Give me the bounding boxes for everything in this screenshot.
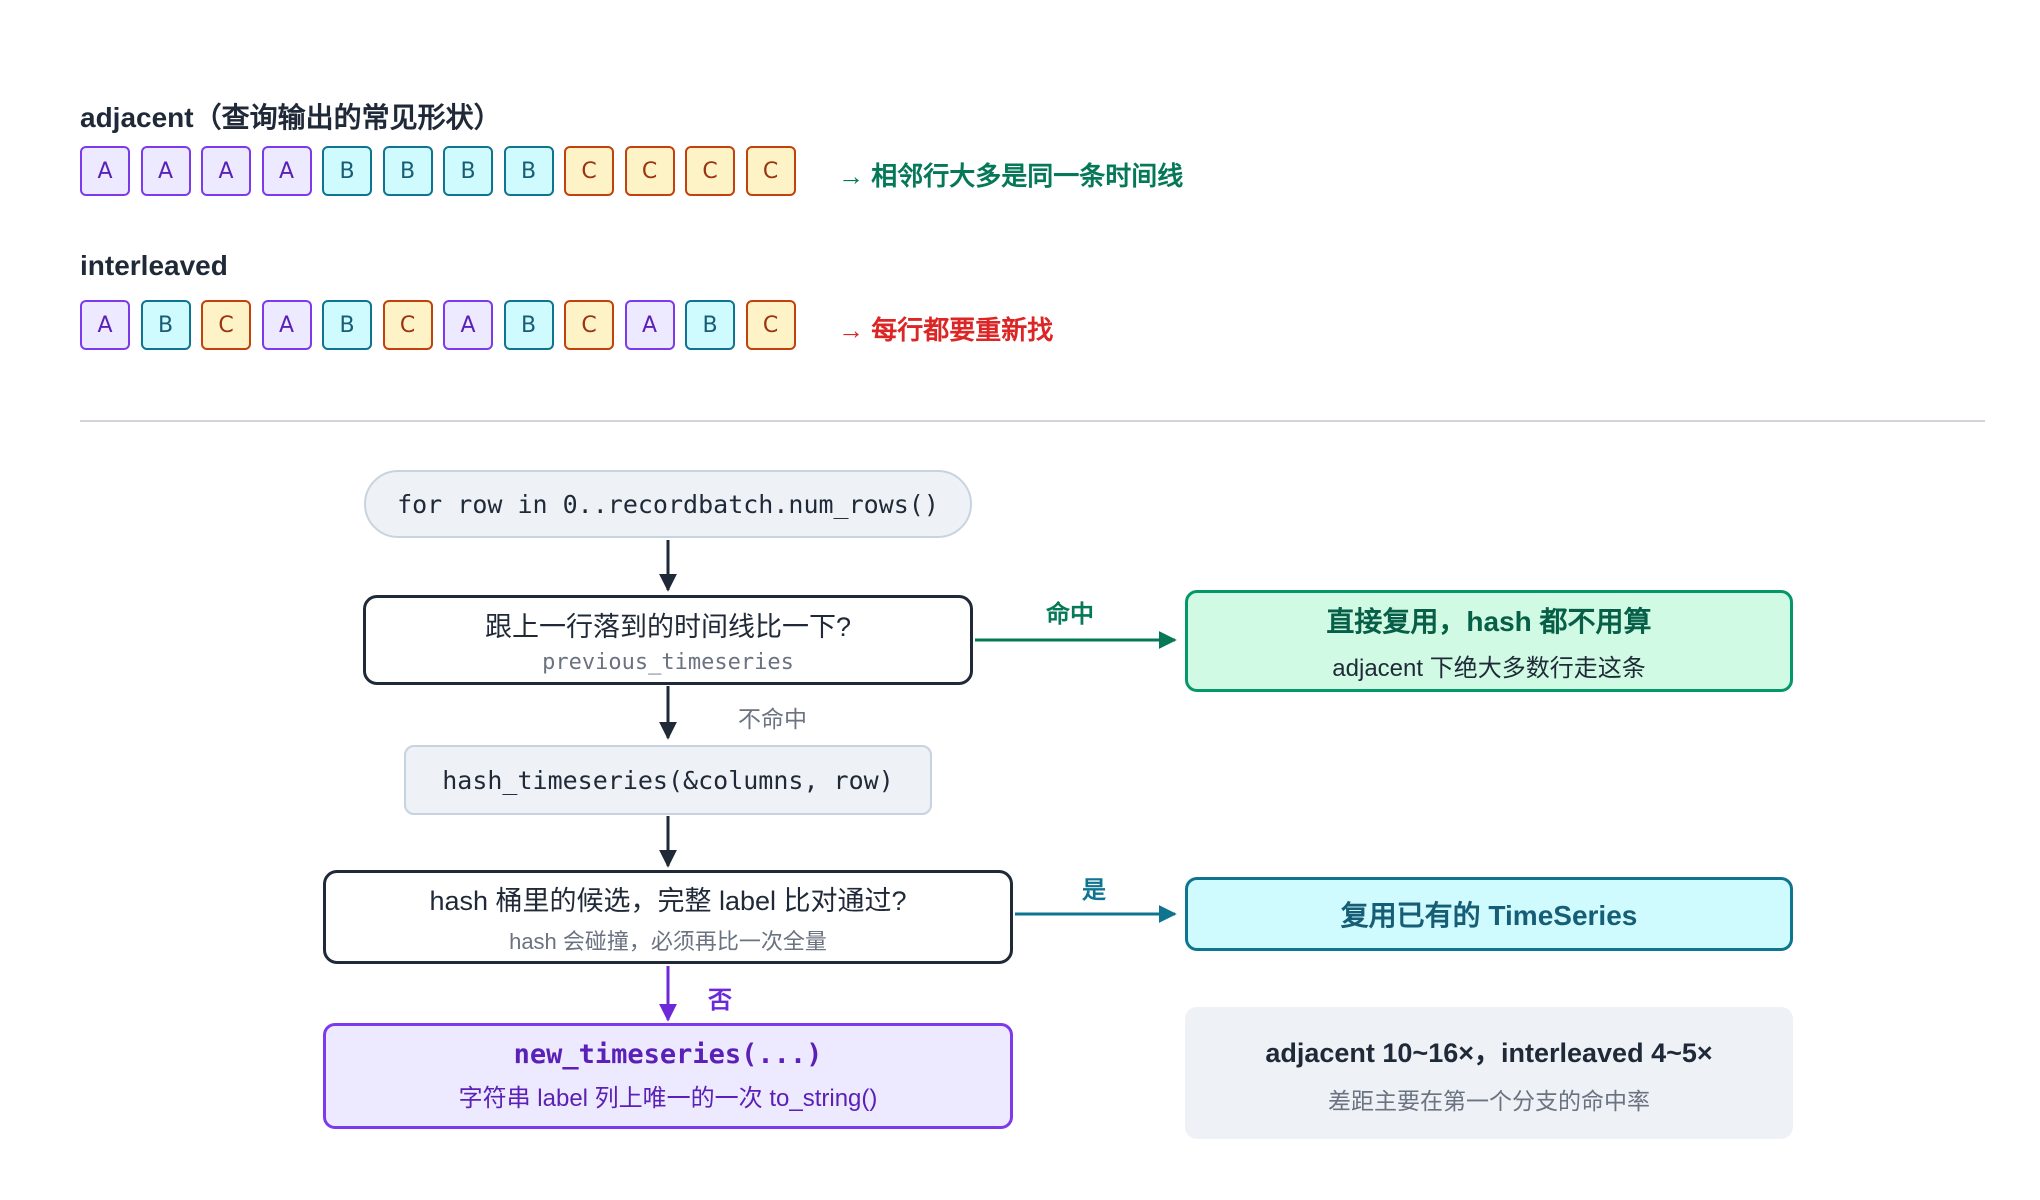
no-label: 否 bbox=[708, 987, 732, 1014]
interleaved-cell-C: C bbox=[201, 300, 251, 350]
adjacent-title: adjacent（查询输出的常见形状） bbox=[80, 102, 502, 133]
adjacent-cell-A: A bbox=[140, 146, 191, 196]
check-previous-question: 跟上一行落到的时间线比一下? bbox=[484, 612, 851, 642]
hash-call-box: hash_timeseries(&columns, row) bbox=[404, 745, 932, 815]
check-hash-box: hash 桶里的候选，完整 label 比对通过? hash 会碰撞，必须再比一… bbox=[323, 870, 1013, 964]
adjacent-cell-A: A bbox=[80, 146, 130, 196]
interleaved-title: interleaved bbox=[80, 250, 228, 281]
interleaved-note: → 每行都要重新找 bbox=[838, 315, 1054, 345]
interleaved-cell-A: A bbox=[80, 300, 130, 350]
adjacent-cell-C: C bbox=[685, 146, 735, 196]
interleaved-cell-A: A bbox=[443, 300, 493, 350]
interleaved-cell-C: C bbox=[564, 300, 614, 350]
adjacent-cell-B: B bbox=[382, 146, 433, 196]
divider bbox=[80, 420, 1985, 422]
adjacent-cell-C: C bbox=[564, 146, 614, 196]
interleaved-cell-B: B bbox=[322, 300, 372, 350]
adjacent-cell-B: B bbox=[322, 146, 372, 196]
summary-sub: 差距主要在第一个分支的命中率 bbox=[1328, 1087, 1650, 1114]
hit-label: 命中 bbox=[1046, 601, 1094, 628]
interleaved-cell-A: A bbox=[261, 300, 312, 350]
adjacent-note: → 相邻行大多是同一条时间线 bbox=[838, 161, 1184, 191]
interleaved-cell-B: B bbox=[685, 300, 735, 350]
interleaved-cell-B: B bbox=[503, 300, 554, 350]
reuse-existing-box: 复用已有的 TimeSeries bbox=[1185, 877, 1793, 951]
adjacent-cell-C: C bbox=[745, 146, 796, 196]
adjacent-cell-A: A bbox=[201, 146, 251, 196]
miss-label: 不命中 bbox=[738, 706, 807, 732]
adjacent-cell-A: A bbox=[261, 146, 312, 196]
summary-box: adjacent 10~16×，interleaved 4~5× 差距主要在第一… bbox=[1185, 1007, 1793, 1139]
new-timeseries-box: new_timeseries(...) 字符串 label 列上唯一的一次 to… bbox=[323, 1023, 1013, 1129]
reuse-direct-sub: adjacent 下绝大多数行走这条 bbox=[1332, 654, 1646, 682]
loop-box: for row in 0..recordbatch.num_rows() bbox=[364, 470, 972, 538]
check-previous-box: 跟上一行落到的时间线比一下? previous_timeseries bbox=[363, 595, 973, 685]
check-previous-var: previous_timeseries bbox=[542, 650, 794, 675]
adjacent-cell-B: B bbox=[443, 146, 493, 196]
interleaved-cell-A: A bbox=[624, 300, 675, 350]
adjacent-cell-B: B bbox=[503, 146, 554, 196]
reuse-direct-box: 直接复用，hash 都不用算 adjacent 下绝大多数行走这条 bbox=[1185, 590, 1793, 692]
new-timeseries-call: new_timeseries(...) bbox=[513, 1039, 823, 1070]
summary-main: adjacent 10~16×，interleaved 4~5× bbox=[1265, 1037, 1713, 1068]
reuse-direct-title: 直接复用，hash 都不用算 bbox=[1326, 605, 1652, 637]
new-timeseries-note: 字符串 label 列上唯一的一次 to_string() bbox=[458, 1085, 878, 1112]
check-hash-question: hash 桶里的候选，完整 label 比对通过? bbox=[429, 885, 907, 916]
check-hash-note: hash 会碰撞，必须再比一次全量 bbox=[509, 928, 827, 954]
adjacent-cell-C: C bbox=[624, 146, 675, 196]
interleaved-cell-C: C bbox=[382, 300, 433, 350]
interleaved-cell-C: C bbox=[745, 300, 796, 350]
interleaved-cell-B: B bbox=[140, 300, 191, 350]
yes-label: 是 bbox=[1082, 877, 1106, 904]
